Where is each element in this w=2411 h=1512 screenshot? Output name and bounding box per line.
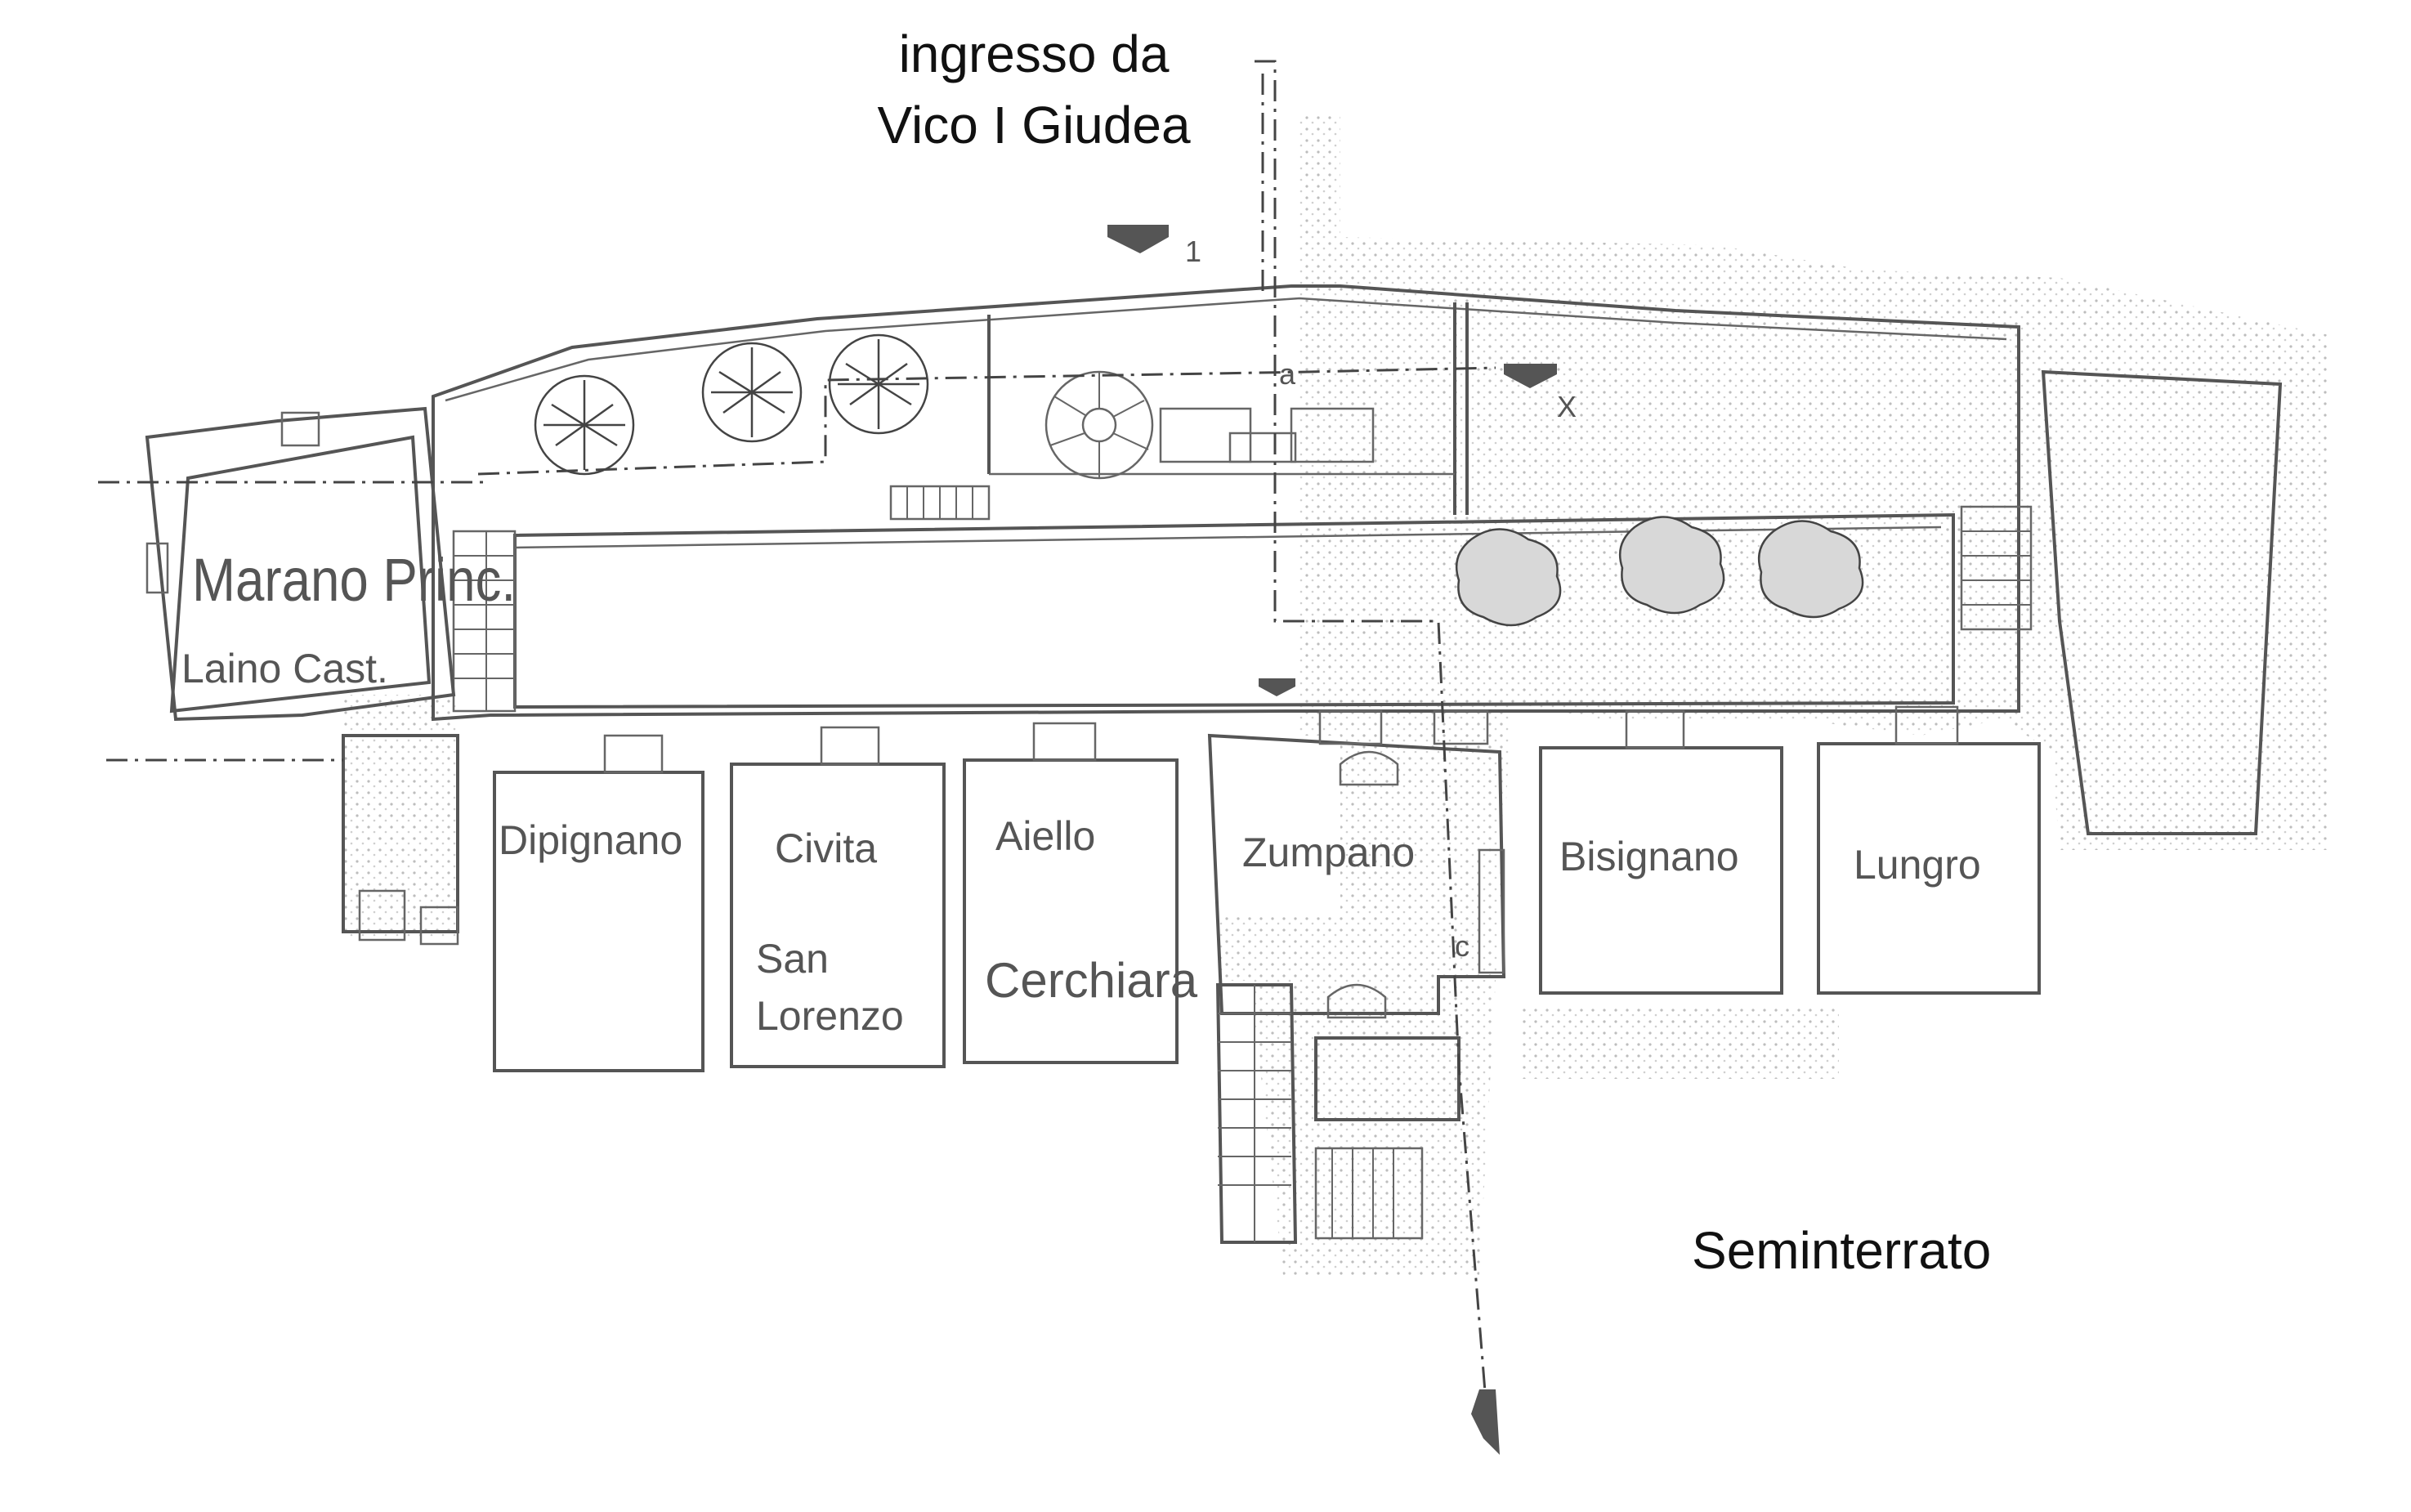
room-civita-label: Civita [775,825,877,871]
entrance-label-line2: Vico I Giudea [877,96,1190,154]
north-building [432,284,2020,722]
room-marano-label: Marano Princ. [192,547,516,615]
spiral-staircase [1044,370,1154,480]
room-dipignano-label: Dipignano [499,817,682,863]
room-bisignano-label: Bisignano [1559,834,1739,879]
mark-c-label: c [1455,929,1469,963]
mark-a-label: a [1279,357,1296,391]
room-zumpano-label: Zumpano [1242,830,1415,875]
south-rooms [342,705,2041,1072]
corridor-arrow-icon [1259,678,1295,696]
east-stairs [1960,505,2033,631]
arrow-1-label: 1 [1185,235,1201,268]
floor-name-label: Seminterrato [1692,1221,1991,1280]
room-laino-label: Laino Cast. [181,646,388,691]
west-stairs [452,530,517,713]
room-lungro-label: Lungro [1854,842,1981,888]
room-san-label: San [756,936,829,982]
section-x-arrow-icon [1504,364,1557,388]
section-lines [98,60,1496,1423]
south-stairs [1215,983,1460,1244]
west-annex [145,406,456,722]
arrow-x-label: X [1557,390,1577,423]
direction-arrows [1107,225,1557,1455]
trees [534,333,929,476]
shrubs [1455,516,1864,627]
room-cerchiara-label: Cerchiara [985,953,1198,1008]
north-steps [889,485,991,521]
terrain-hatch [343,114,2329,1275]
east-block [2041,369,2283,835]
room-aiello-label: Aiello [995,813,1095,859]
entrance-label-line1: ingresso da [899,25,1170,83]
exit-arrow-icon [1471,1389,1500,1455]
entrance-arrow-icon [1107,225,1169,253]
room-lorenzo-label: Lorenzo [756,993,904,1039]
